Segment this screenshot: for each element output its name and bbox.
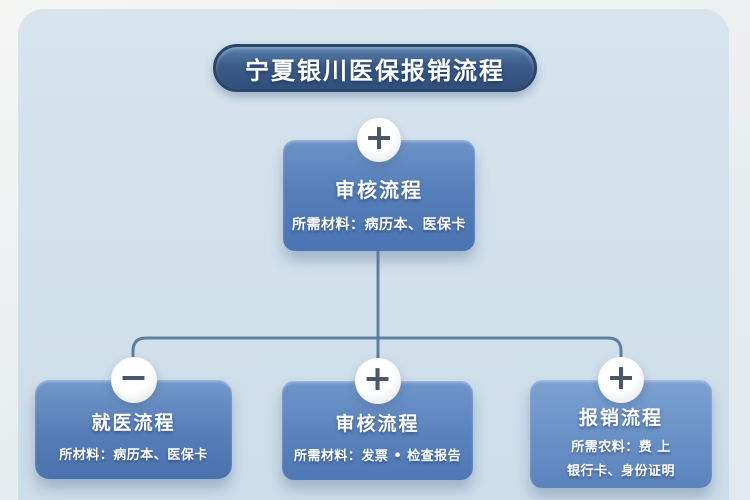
node-materials: 所需材料：发票 • 检查报告 bbox=[293, 449, 462, 464]
node-title: 报销流程 bbox=[578, 407, 663, 429]
plus-icon: + bbox=[364, 118, 394, 158]
node-materials: 所材料：病历本、医保卡 bbox=[59, 448, 208, 463]
collapse-toggle-icon[interactable]: + bbox=[354, 358, 401, 404]
collapse-toggle-icon[interactable]: − bbox=[110, 357, 157, 403]
node-title: 审核流程 bbox=[335, 178, 423, 202]
node-root-review[interactable]: + 审核流程 所需材料：病历本、医保卡 bbox=[283, 118, 475, 251]
connector-group bbox=[131, 248, 623, 364]
node-title: 审核流程 bbox=[335, 413, 420, 435]
node-materials: 所需材料：病历本、医保卡 bbox=[292, 217, 466, 233]
plus-icon: + bbox=[606, 358, 636, 398]
collapse-toggle-icon[interactable]: + bbox=[357, 118, 401, 162]
connector-right-elbow bbox=[376, 336, 623, 364]
node-materials-line2: 银行卡、身份证明 bbox=[566, 464, 675, 479]
plus-icon: + bbox=[362, 359, 393, 399]
node-title: 就医流程 bbox=[91, 412, 176, 434]
collapse-toggle-icon[interactable]: + bbox=[598, 357, 644, 403]
node-branch-treatment[interactable]: − 就医流程 所材料：病历本、医保卡 bbox=[35, 357, 232, 479]
title-banner: 宁夏银川医保报销流程 bbox=[213, 44, 537, 92]
page-title: 宁夏银川医保报销流程 bbox=[245, 56, 505, 85]
node-materials: 所需农料：费 上 bbox=[571, 440, 671, 455]
connector-left-elbow bbox=[131, 336, 380, 364]
node-branch-review[interactable]: + 审核流程 所需材料：发票 • 检查报告 bbox=[282, 358, 473, 480]
node-branch-reimbursement[interactable]: + 报销流程 所需农料：费 上 银行卡、身份证明 bbox=[530, 357, 712, 488]
minus-icon: − bbox=[118, 358, 149, 398]
